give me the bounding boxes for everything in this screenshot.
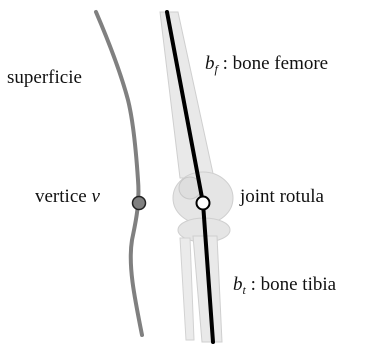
vertex-label-text: vertice [35,186,91,207]
joint-label: joint rotula [240,187,324,206]
surface-curve [96,12,142,335]
vertex-point [133,197,146,210]
femur-shape [160,12,214,178]
vertex-symbol: v [91,186,99,207]
vertex-label: vertice v [35,187,100,206]
tibia-bone-label: bt : bone tibia [233,275,336,296]
femur-bone-text: : bone femore [218,53,328,74]
joint-point [197,197,210,210]
fibula-shape [180,238,194,340]
tibia-bone-text: : bone tibia [246,274,336,295]
tibia-bone-symbol: b [233,274,243,295]
femur-bone-symbol: b [205,53,215,74]
femur-bone-label: bf : bone femore [205,54,328,75]
surface-label: superficie [7,68,82,87]
